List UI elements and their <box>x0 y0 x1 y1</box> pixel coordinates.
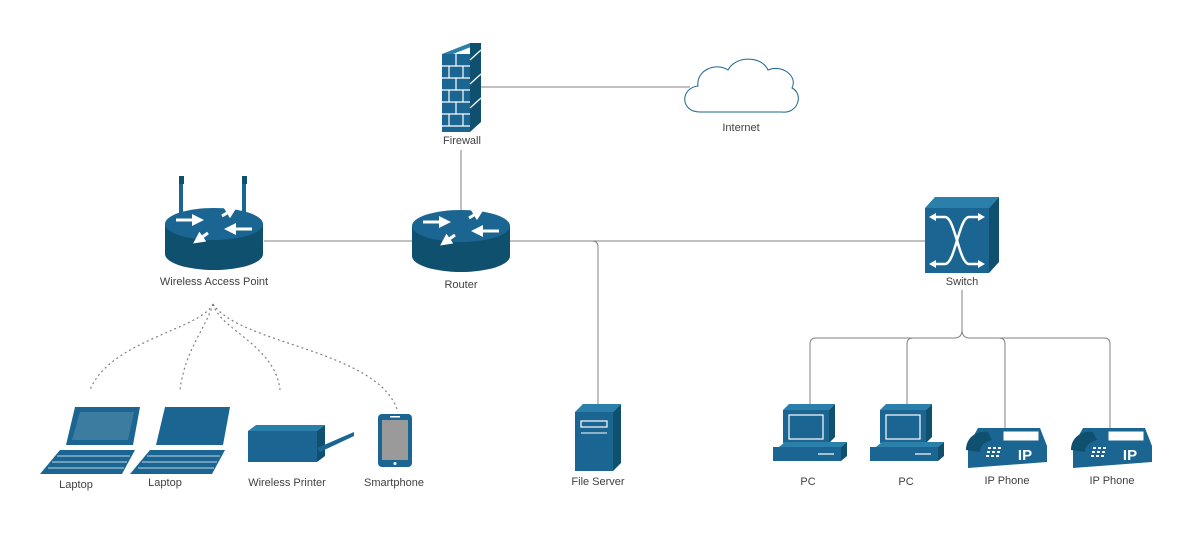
pc-icon <box>773 404 847 461</box>
firewall-icon <box>442 43 482 132</box>
ip-phone-1-label: IP Phone <box>984 475 1029 487</box>
wired-links <box>264 86 1111 428</box>
pc-icon <box>870 404 944 461</box>
wireless-printer-label: Wireless Printer <box>248 477 326 489</box>
laptop-2-node[interactable]: Laptop <box>130 407 230 489</box>
ip-phone-2-badge: IP <box>1123 447 1137 464</box>
laptop-icon <box>40 407 140 474</box>
router-node[interactable]: Router <box>412 208 510 291</box>
router-label: Router <box>444 279 477 291</box>
laptop-icon <box>130 407 230 474</box>
router-icon <box>412 208 510 272</box>
wireless-ap-node[interactable]: Wireless Access Point <box>160 176 268 288</box>
ip-phone-1-node[interactable]: IP IP Phone <box>966 428 1047 487</box>
link-router-file-server <box>510 240 599 404</box>
link-switch-bus <box>809 290 963 404</box>
wifi-link-printer <box>212 303 281 391</box>
pc-1-label: PC <box>800 476 815 488</box>
switch-node[interactable]: Switch <box>925 197 999 288</box>
switch-icon <box>925 197 999 273</box>
smartphone-label: Smartphone <box>364 477 424 489</box>
laptop-2-label: Laptop <box>148 477 182 489</box>
wifi-link-smartphone <box>212 303 399 413</box>
wireless-router-icon <box>165 176 263 270</box>
link-switch-ip-phone-2 <box>999 337 1111 428</box>
printer-icon <box>248 425 354 462</box>
laptop-1-label: Laptop <box>59 479 93 491</box>
firewall-node[interactable]: Firewall <box>442 43 482 147</box>
switch-label: Switch <box>946 276 978 288</box>
internet-node[interactable]: Internet <box>684 58 799 134</box>
ip-phone-2-label: IP Phone <box>1089 475 1134 487</box>
ip-phone-1-badge: IP <box>1018 447 1032 464</box>
wifi-link-laptop-2 <box>179 303 214 391</box>
wireless-ap-label: Wireless Access Point <box>160 276 268 288</box>
wifi-link-laptop-1 <box>89 303 214 391</box>
firewall-label: Firewall <box>443 135 481 147</box>
smartphone-icon <box>378 414 412 467</box>
laptop-1-node[interactable]: Laptop <box>40 407 140 491</box>
pc-2-node[interactable]: PC <box>870 404 944 488</box>
smartphone-node[interactable]: Smartphone <box>364 414 424 489</box>
ip-phone-2-node[interactable]: IP IP Phone <box>1071 428 1152 487</box>
ip-phone-icon: IP <box>1071 428 1152 468</box>
ip-phone-icon: IP <box>966 428 1047 468</box>
link-switch-pc-2 <box>906 337 954 404</box>
internet-label: Internet <box>722 122 759 134</box>
wireless-printer-node[interactable]: Wireless Printer <box>248 425 354 489</box>
server-icon <box>575 404 621 471</box>
wireless-links <box>89 303 399 413</box>
pc-2-label: PC <box>898 476 913 488</box>
link-switch-ip-phone-1 <box>961 329 1006 428</box>
cloud-icon <box>684 58 799 113</box>
file-server-node[interactable]: File Server <box>571 404 625 488</box>
file-server-label: File Server <box>571 476 625 488</box>
pc-1-node[interactable]: PC <box>773 404 847 488</box>
